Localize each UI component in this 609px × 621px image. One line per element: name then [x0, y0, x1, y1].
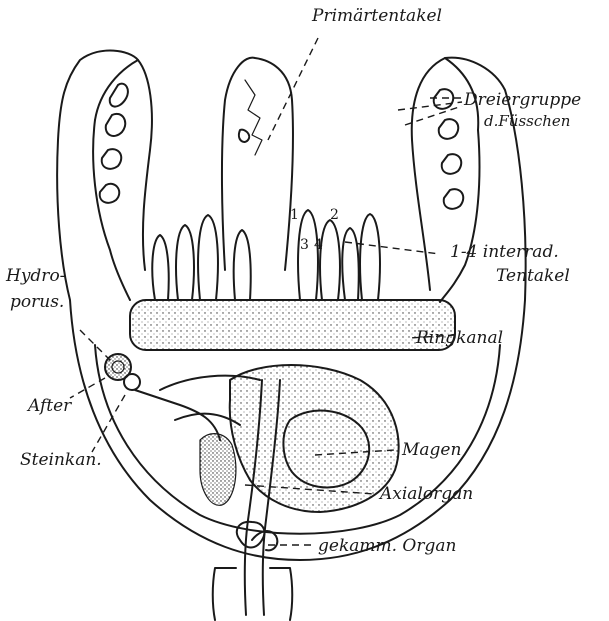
left-arm-tube-feet: [100, 84, 128, 203]
label-after: After: [28, 398, 71, 415]
primary-tentacle: [222, 58, 293, 270]
chambered-organ: [237, 522, 277, 551]
label-axialorgan: Axialorgan: [380, 486, 473, 503]
right-arm-tube-feet: [434, 89, 464, 209]
interradial-tentacles: [152, 210, 380, 300]
primary-tentacle-tip: [245, 80, 262, 155]
tentacle-number-1: 1: [290, 208, 299, 222]
label-magen: Magen: [402, 442, 461, 459]
label-ringkanal: Ringkanal: [416, 330, 503, 347]
tentacle-number-4: 4: [314, 238, 323, 252]
label-dreiergruppe: Dreiergruppe: [464, 92, 581, 109]
tentacle-number-3: 3: [300, 238, 309, 252]
label-tentakel: Tentakel: [496, 268, 570, 285]
label-primaertentakel: Primärtentakel: [312, 8, 442, 25]
stalk: [213, 568, 293, 620]
tentacle-number-2: 2: [330, 208, 339, 222]
label-hydroporus: Hydro-: [6, 268, 65, 285]
label-gekammertes-organ: gekamm. Organ: [318, 538, 456, 555]
intestine-tube: [200, 434, 236, 506]
label-interrad: 1-4 interrad.: [450, 244, 559, 261]
stone-canal: [135, 390, 220, 440]
stomach: [230, 365, 399, 512]
ring-canal: [130, 300, 455, 350]
label-steinkanal: Steinkan.: [20, 452, 102, 469]
label-dreiergruppe-sub: d.Füsschen: [484, 114, 570, 129]
label-hydroporus-2: porus.: [10, 294, 64, 311]
